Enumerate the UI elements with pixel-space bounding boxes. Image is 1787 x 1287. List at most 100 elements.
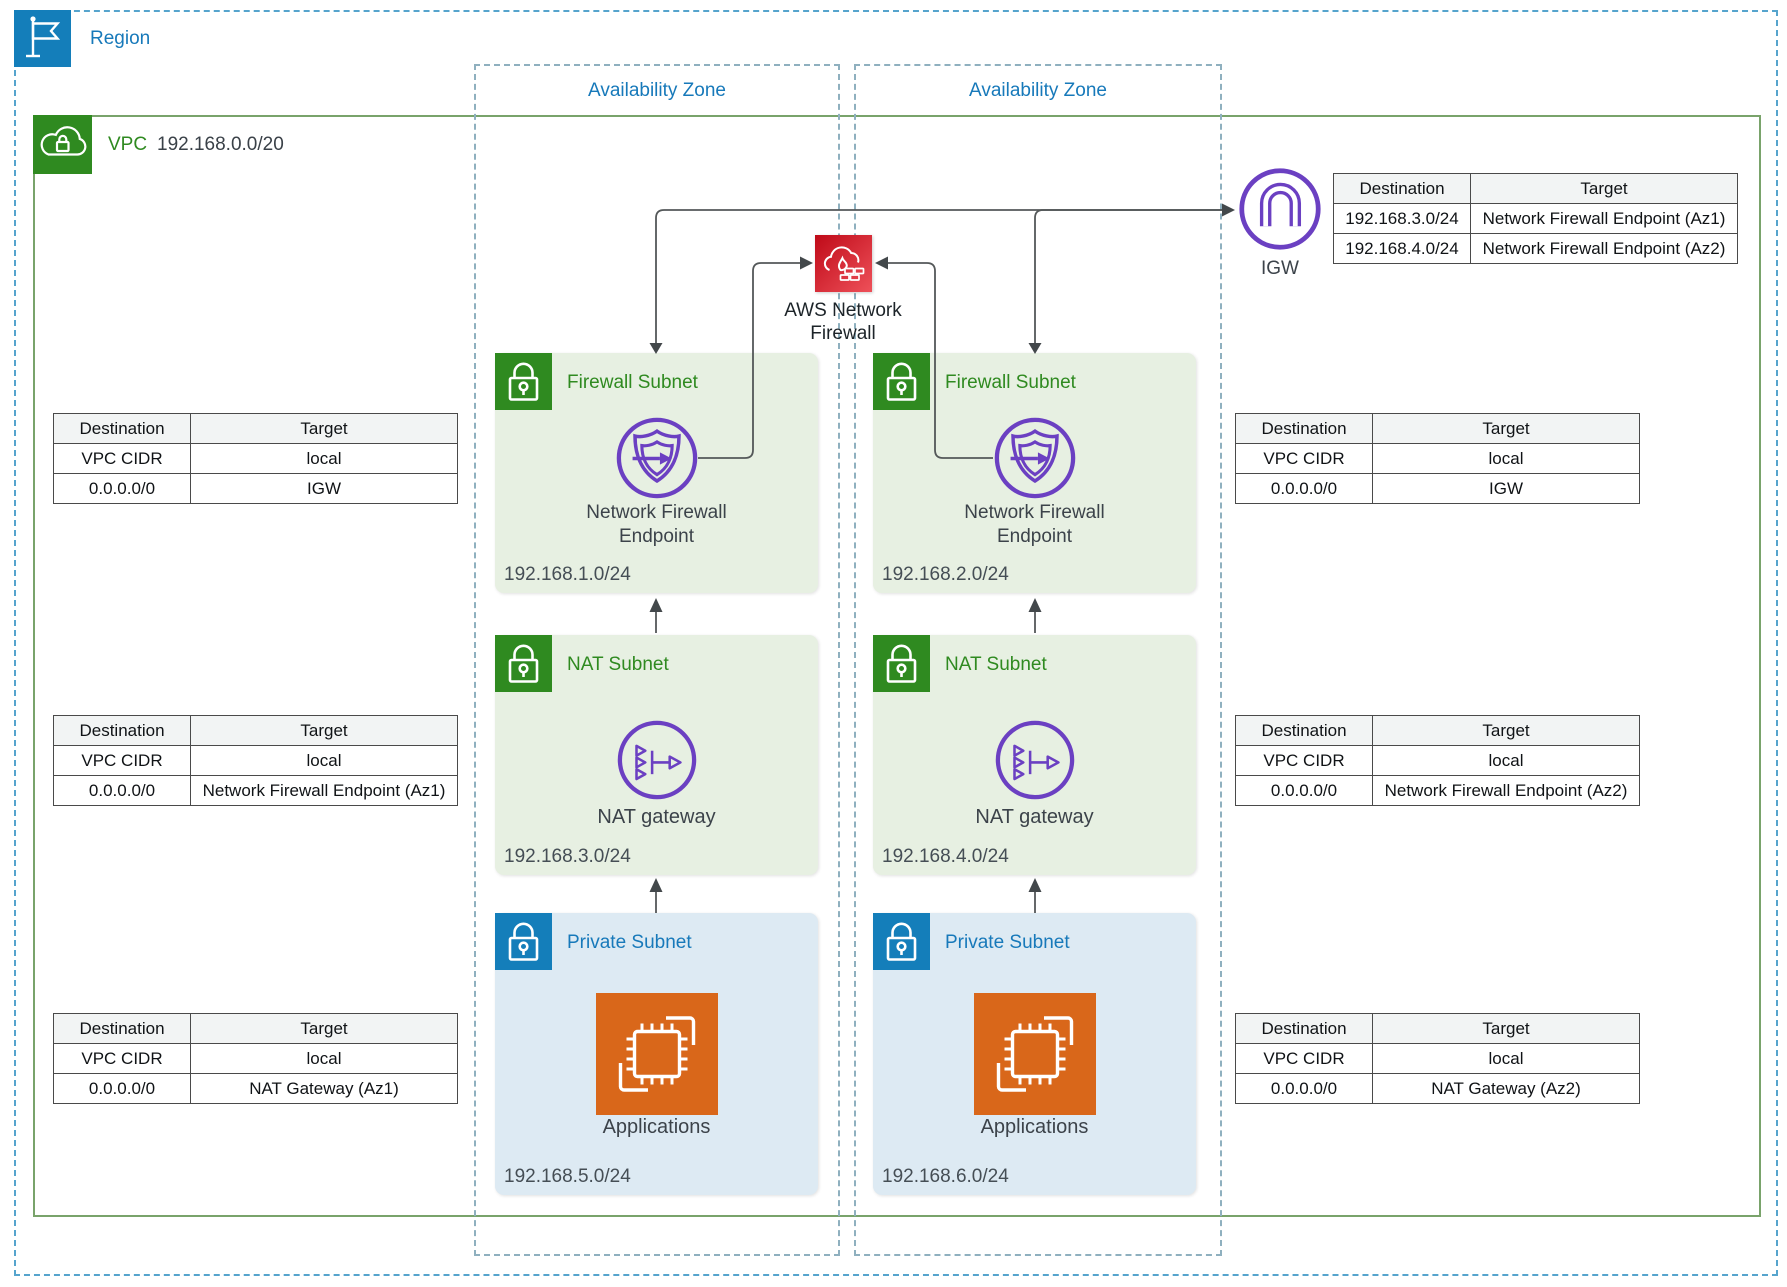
subnet-title: Private Subnet <box>945 932 1070 953</box>
table-cell: local <box>190 1043 458 1074</box>
table-cell: VPC CIDR <box>1235 1043 1373 1074</box>
availability-zone-1: Availability Zone <box>474 64 840 1256</box>
node-label: Network Firewall Endpoint <box>495 501 818 549</box>
table-cell: Network Firewall Endpoint (Az1) <box>190 775 458 806</box>
subnet-lock-icon <box>873 635 930 692</box>
subnet-title: NAT Subnet <box>567 654 669 675</box>
table-cell: local <box>1372 745 1640 776</box>
table-header-target: Target <box>1372 715 1640 746</box>
region-container <box>14 10 1778 1276</box>
table-row: 0.0.0.0/0 Network Firewall Endpoint (Az1… <box>53 775 458 806</box>
subnet-title: Firewall Subnet <box>945 372 1076 393</box>
network-firewall-endpoint-icon <box>614 415 700 501</box>
firewall-subnet-az1: Firewall Subnet Network Firewall Endpoin… <box>495 353 818 593</box>
aws-network-firewall-label-line1: AWS Network <box>784 300 902 321</box>
table-cell: 192.168.4.0/24 <box>1333 233 1471 264</box>
route-table-igw-az1: Destination Target VPC CIDR local 0.0.0.… <box>53 413 458 504</box>
table-cell: 0.0.0.0/0 <box>53 1073 191 1104</box>
table-row: 0.0.0.0/0 Network Firewall Endpoint (Az2… <box>1235 775 1640 806</box>
table-row: VPC CIDR local <box>53 443 458 474</box>
subnet-cidr: 192.168.3.0/24 <box>504 846 631 867</box>
node-label: NAT gateway <box>597 806 716 828</box>
table-cell: Network Firewall Endpoint (Az2) <box>1470 233 1738 264</box>
table-row: 0.0.0.0/0 IGW <box>53 473 458 504</box>
vpc-container <box>33 115 1761 1217</box>
node-label-line1: Network Firewall <box>586 502 727 523</box>
nat-gateway-icon <box>994 719 1076 801</box>
nat-subnet-az1: NAT Subnet NAT gateway 192.168.3.0/24 <box>495 635 818 875</box>
table-cell: Network Firewall Endpoint (Az1) <box>1470 203 1738 234</box>
subnet-title: Firewall Subnet <box>567 372 698 393</box>
network-firewall-endpoint-icon <box>992 415 1078 501</box>
table-cell: local <box>1372 1043 1640 1074</box>
table-header-target: Target <box>190 715 458 746</box>
nat-subnet-az2: NAT Subnet NAT gateway 192.168.4.0/24 <box>873 635 1196 875</box>
subnet-lock-icon <box>873 913 930 970</box>
table-row: 192.168.3.0/24 Network Firewall Endpoint… <box>1333 203 1738 234</box>
table-row: 0.0.0.0/0 NAT Gateway (Az1) <box>53 1073 458 1104</box>
availability-zone-2-label: Availability Zone <box>968 80 1107 101</box>
table-cell: NAT Gateway (Az2) <box>1372 1073 1640 1104</box>
node-label: Applications <box>602 1116 711 1138</box>
table-header-target: Target <box>190 413 458 444</box>
table-row: VPC CIDR local <box>1235 745 1640 776</box>
table-row: VPC CIDR local <box>53 1043 458 1074</box>
private-subnet-az2: Private Subnet Applications 192.168.6.0/… <box>873 913 1196 1195</box>
subnet-cidr: 192.168.4.0/24 <box>882 846 1009 867</box>
applications-icon <box>973 993 1096 1115</box>
aws-network-firewall-label: AWS Network Firewall <box>763 299 923 345</box>
table-row: 0.0.0.0/0 IGW <box>1235 473 1640 504</box>
table-row: 0.0.0.0/0 NAT Gateway (Az2) <box>1235 1073 1640 1104</box>
subnet-lock-icon <box>873 353 930 410</box>
subnet-cidr: 192.168.6.0/24 <box>882 1166 1009 1187</box>
table-cell: 0.0.0.0/0 <box>1235 775 1373 806</box>
table-cell: local <box>190 443 458 474</box>
table-row: VPC CIDR local <box>53 745 458 776</box>
applications-icon <box>595 993 718 1115</box>
table-cell: VPC CIDR <box>53 1043 191 1074</box>
aws-network-firewall-icon <box>815 235 872 292</box>
table-header-destination: Destination <box>53 715 191 746</box>
route-table-nat-az1: Destination Target VPC CIDR local 0.0.0.… <box>53 715 458 806</box>
table-header-destination: Destination <box>1235 1013 1373 1044</box>
nat-gateway-icon <box>616 719 698 801</box>
node-label-line2: Endpoint <box>996 526 1072 547</box>
vpc-icon <box>33 115 92 174</box>
subnet-cidr: 192.168.2.0/24 <box>882 564 1009 585</box>
route-table-private-az1: Destination Target VPC CIDR local 0.0.0.… <box>53 1013 458 1104</box>
table-header-target: Target <box>1470 173 1738 204</box>
table-cell: VPC CIDR <box>53 745 191 776</box>
node-label: Network Firewall Endpoint <box>873 501 1196 549</box>
subnet-lock-icon <box>495 913 552 970</box>
table-row: VPC CIDR local <box>1235 443 1640 474</box>
igw-route-table: Destination Target 192.168.3.0/24 Networ… <box>1333 173 1738 264</box>
table-cell: 0.0.0.0/0 <box>53 473 191 504</box>
table-header-destination: Destination <box>53 1013 191 1044</box>
route-table-private-az2: Destination Target VPC CIDR local 0.0.0.… <box>1235 1013 1640 1104</box>
node-label: Applications <box>980 1116 1089 1138</box>
firewall-subnet-az2: Firewall Subnet Network Firewall Endpoin… <box>873 353 1196 593</box>
table-row: 192.168.4.0/24 Network Firewall Endpoint… <box>1333 233 1738 264</box>
table-row: VPC CIDR local <box>1235 1043 1640 1074</box>
table-cell: IGW <box>190 473 458 504</box>
subnet-cidr: 192.168.5.0/24 <box>504 1166 631 1187</box>
table-cell: Network Firewall Endpoint (Az2) <box>1372 775 1640 806</box>
table-cell: 0.0.0.0/0 <box>1235 473 1373 504</box>
subnet-title: NAT Subnet <box>945 654 1047 675</box>
table-cell: VPC CIDR <box>53 443 191 474</box>
subnet-cidr: 192.168.1.0/24 <box>504 564 631 585</box>
node-label-line2: Endpoint <box>618 526 694 547</box>
subnet-title: Private Subnet <box>567 932 692 953</box>
subnet-lock-icon <box>495 353 552 410</box>
node-label-line1: Network Firewall <box>964 502 1105 523</box>
private-subnet-az1: Private Subnet Applications 192.168.5.0/… <box>495 913 818 1195</box>
availability-zone-1-label: Availability Zone <box>587 80 726 101</box>
table-header-destination: Destination <box>1235 413 1373 444</box>
table-cell: IGW <box>1372 473 1640 504</box>
table-cell: local <box>190 745 458 776</box>
region-icon <box>14 10 71 67</box>
route-table-nat-az2: Destination Target VPC CIDR local 0.0.0.… <box>1235 715 1640 806</box>
route-table-igw-az2: Destination Target VPC CIDR local 0.0.0.… <box>1235 413 1640 504</box>
table-header-destination: Destination <box>53 413 191 444</box>
